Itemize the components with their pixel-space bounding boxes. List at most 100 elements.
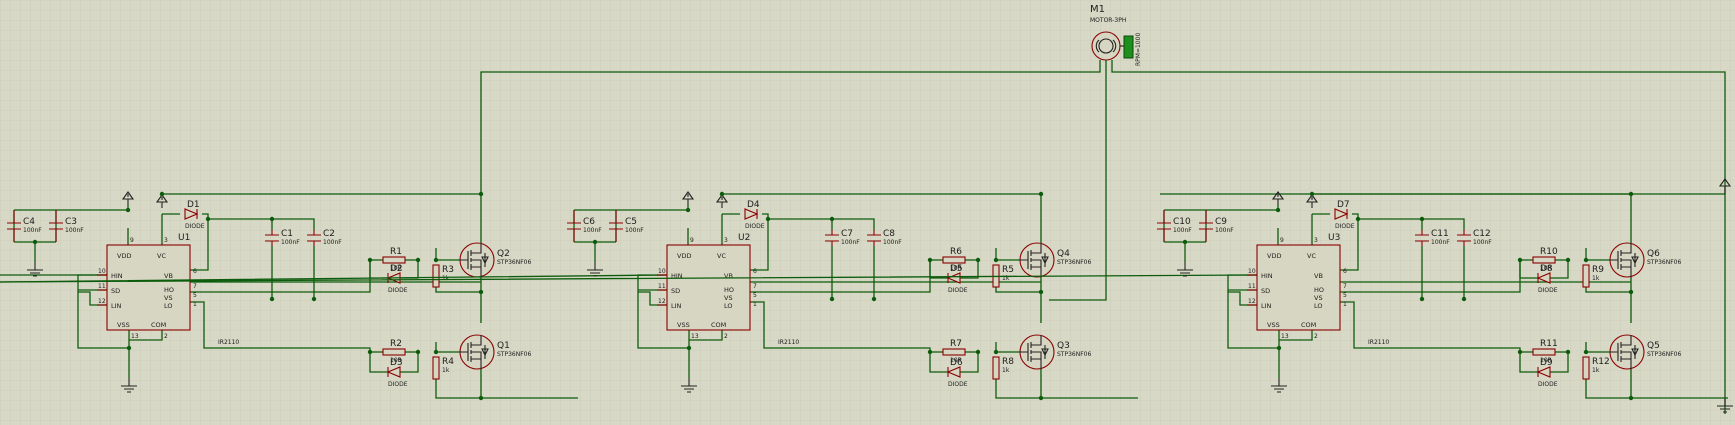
gate-diode-high[interactable] bbox=[1536, 272, 1551, 284]
ground-symbol bbox=[27, 262, 43, 277]
gate-resistor-low-value: 10R bbox=[390, 357, 402, 364]
junction-dot bbox=[1355, 216, 1361, 222]
junction-dot bbox=[478, 289, 484, 295]
driver-pin-number: 13 bbox=[691, 333, 699, 340]
capacitor-4[interactable] bbox=[609, 210, 623, 242]
driver-pin-label: LO bbox=[724, 302, 733, 310]
driver-pin-label: VB bbox=[1314, 272, 1323, 280]
capacitor-2[interactable] bbox=[49, 210, 63, 242]
bootstrap-diode[interactable] bbox=[744, 208, 759, 220]
junction-dot bbox=[975, 349, 981, 355]
junction-dot bbox=[415, 349, 421, 355]
wire bbox=[1585, 248, 1631, 399]
capacitor-3[interactable] bbox=[567, 210, 581, 242]
gate-resistor-low-ref: R2 bbox=[390, 339, 402, 349]
driver-pin-label: VSS bbox=[677, 321, 690, 329]
driver-pin-number: 2 bbox=[1314, 333, 1318, 340]
driver-part: IR2110 bbox=[218, 339, 239, 346]
ir2110-driver[interactable] bbox=[1256, 244, 1341, 331]
bootstrap-capacitor-b-value: 100nF bbox=[1473, 239, 1492, 246]
bootstrap-capacitor-b[interactable] bbox=[867, 230, 881, 246]
gate-resistor-high[interactable] bbox=[1532, 256, 1556, 264]
mosfet-high-ref: Q6 bbox=[1647, 249, 1660, 259]
gate-diode-low[interactable] bbox=[946, 366, 961, 378]
bootstrap-capacitor-b[interactable] bbox=[1457, 230, 1471, 246]
gate-resistor-high[interactable] bbox=[382, 256, 406, 264]
driver-pin-number: 12 bbox=[98, 298, 106, 305]
capacitor-5[interactable] bbox=[1157, 210, 1171, 242]
gate-resistor-high[interactable] bbox=[942, 256, 966, 264]
driver-pin-label: VS bbox=[1314, 294, 1323, 302]
bootstrap-diode-ref: D7 bbox=[1337, 200, 1350, 210]
capacitor-3-value: 100nF bbox=[583, 227, 602, 234]
junction-dot bbox=[927, 349, 933, 355]
gate-resistor-low[interactable] bbox=[382, 348, 406, 356]
gate-resistor-high-value: 10R bbox=[950, 265, 962, 272]
stage-3: C10100nFC9100nFD7DIODEC11100nFC12100nFVD… bbox=[0, 191, 1728, 401]
driver-pin-label: HIN bbox=[111, 272, 123, 280]
junction-dot bbox=[685, 207, 691, 213]
power-terminal bbox=[1305, 194, 1319, 208]
driver-pin-label: VB bbox=[164, 272, 173, 280]
wire bbox=[995, 248, 1041, 399]
junction-dot bbox=[1583, 257, 1589, 263]
bootstrap-capacitor-a-ref: C7 bbox=[841, 229, 853, 239]
wire bbox=[435, 248, 481, 399]
driver-pin-label: LIN bbox=[671, 302, 682, 310]
gate-resistor-low[interactable] bbox=[942, 348, 966, 356]
driver-pin-number: 11 bbox=[658, 283, 666, 290]
bootstrap-capacitor-a[interactable] bbox=[265, 230, 279, 246]
junction-dot bbox=[1276, 345, 1282, 351]
junction-dot bbox=[1038, 191, 1044, 197]
mosfet-high-ref: Q4 bbox=[1057, 249, 1070, 259]
ir2110-driver[interactable] bbox=[666, 244, 751, 331]
pulldown-resistor-low[interactable] bbox=[1582, 356, 1590, 380]
driver-pin-number: 9 bbox=[130, 237, 134, 244]
bootstrap-capacitor-a[interactable] bbox=[825, 230, 839, 246]
motor-m1[interactable]: M1 MOTOR-3PH RPM=1000 bbox=[1090, 4, 1142, 66]
pulldown-resistor-high[interactable] bbox=[432, 264, 440, 288]
gate-diode-high[interactable] bbox=[946, 272, 961, 284]
bootstrap-capacitor-b[interactable] bbox=[307, 230, 321, 246]
pulldown-resistor-high-value: 1k bbox=[1592, 275, 1600, 282]
gate-resistor-high-ref: R1 bbox=[390, 247, 402, 257]
motor-value: MOTOR-3PH bbox=[1090, 17, 1126, 24]
mosfet-low-value: STP36NF06 bbox=[497, 351, 531, 358]
power-terminal bbox=[121, 191, 135, 205]
bootstrap-capacitor-a-value: 100nF bbox=[841, 239, 860, 246]
driver-pin-number: 2 bbox=[164, 333, 168, 340]
mosfet-low-ref: Q1 bbox=[497, 341, 510, 351]
pulldown-resistor-low[interactable] bbox=[992, 356, 1000, 380]
gate-diode-low[interactable] bbox=[386, 366, 401, 378]
gate-diode-low-ref: D9 bbox=[1540, 358, 1553, 368]
junction-dot bbox=[1517, 349, 1523, 355]
driver-pin-label: VDD bbox=[677, 252, 691, 260]
gate-resistor-high-ref: R10 bbox=[1540, 247, 1558, 257]
pulldown-resistor-low-value: 1k bbox=[1002, 367, 1010, 374]
capacitor-6-value: 100nF bbox=[1215, 227, 1234, 234]
driver-pin-number: 13 bbox=[131, 333, 139, 340]
driver-pin-label: HO bbox=[1314, 286, 1324, 294]
bootstrap-capacitor-a-ref: C1 bbox=[281, 229, 293, 239]
junction-dot bbox=[205, 216, 211, 222]
driver-pin-label: VSS bbox=[1267, 321, 1280, 329]
bootstrap-diode[interactable] bbox=[1334, 208, 1349, 220]
gate-diode-low[interactable] bbox=[1536, 366, 1551, 378]
bootstrap-capacitor-a[interactable] bbox=[1415, 230, 1429, 246]
driver-pin-label: VB bbox=[724, 272, 733, 280]
pulldown-resistor-high[interactable] bbox=[1582, 264, 1590, 288]
driver-pin-number: 12 bbox=[658, 298, 666, 305]
bootstrap-diode[interactable] bbox=[184, 208, 199, 220]
pulldown-resistor-low[interactable] bbox=[432, 356, 440, 380]
gate-resistor-high-ref: R6 bbox=[950, 247, 962, 257]
driver-pin-number: 3 bbox=[724, 237, 728, 244]
capacitor-6[interactable] bbox=[1199, 210, 1213, 242]
ir2110-driver[interactable] bbox=[106, 244, 191, 331]
capacitor-1[interactable] bbox=[7, 210, 21, 242]
wire bbox=[127, 214, 163, 245]
mosfet-low-ref: Q3 bbox=[1057, 341, 1070, 351]
gate-resistor-low[interactable] bbox=[1532, 348, 1556, 356]
